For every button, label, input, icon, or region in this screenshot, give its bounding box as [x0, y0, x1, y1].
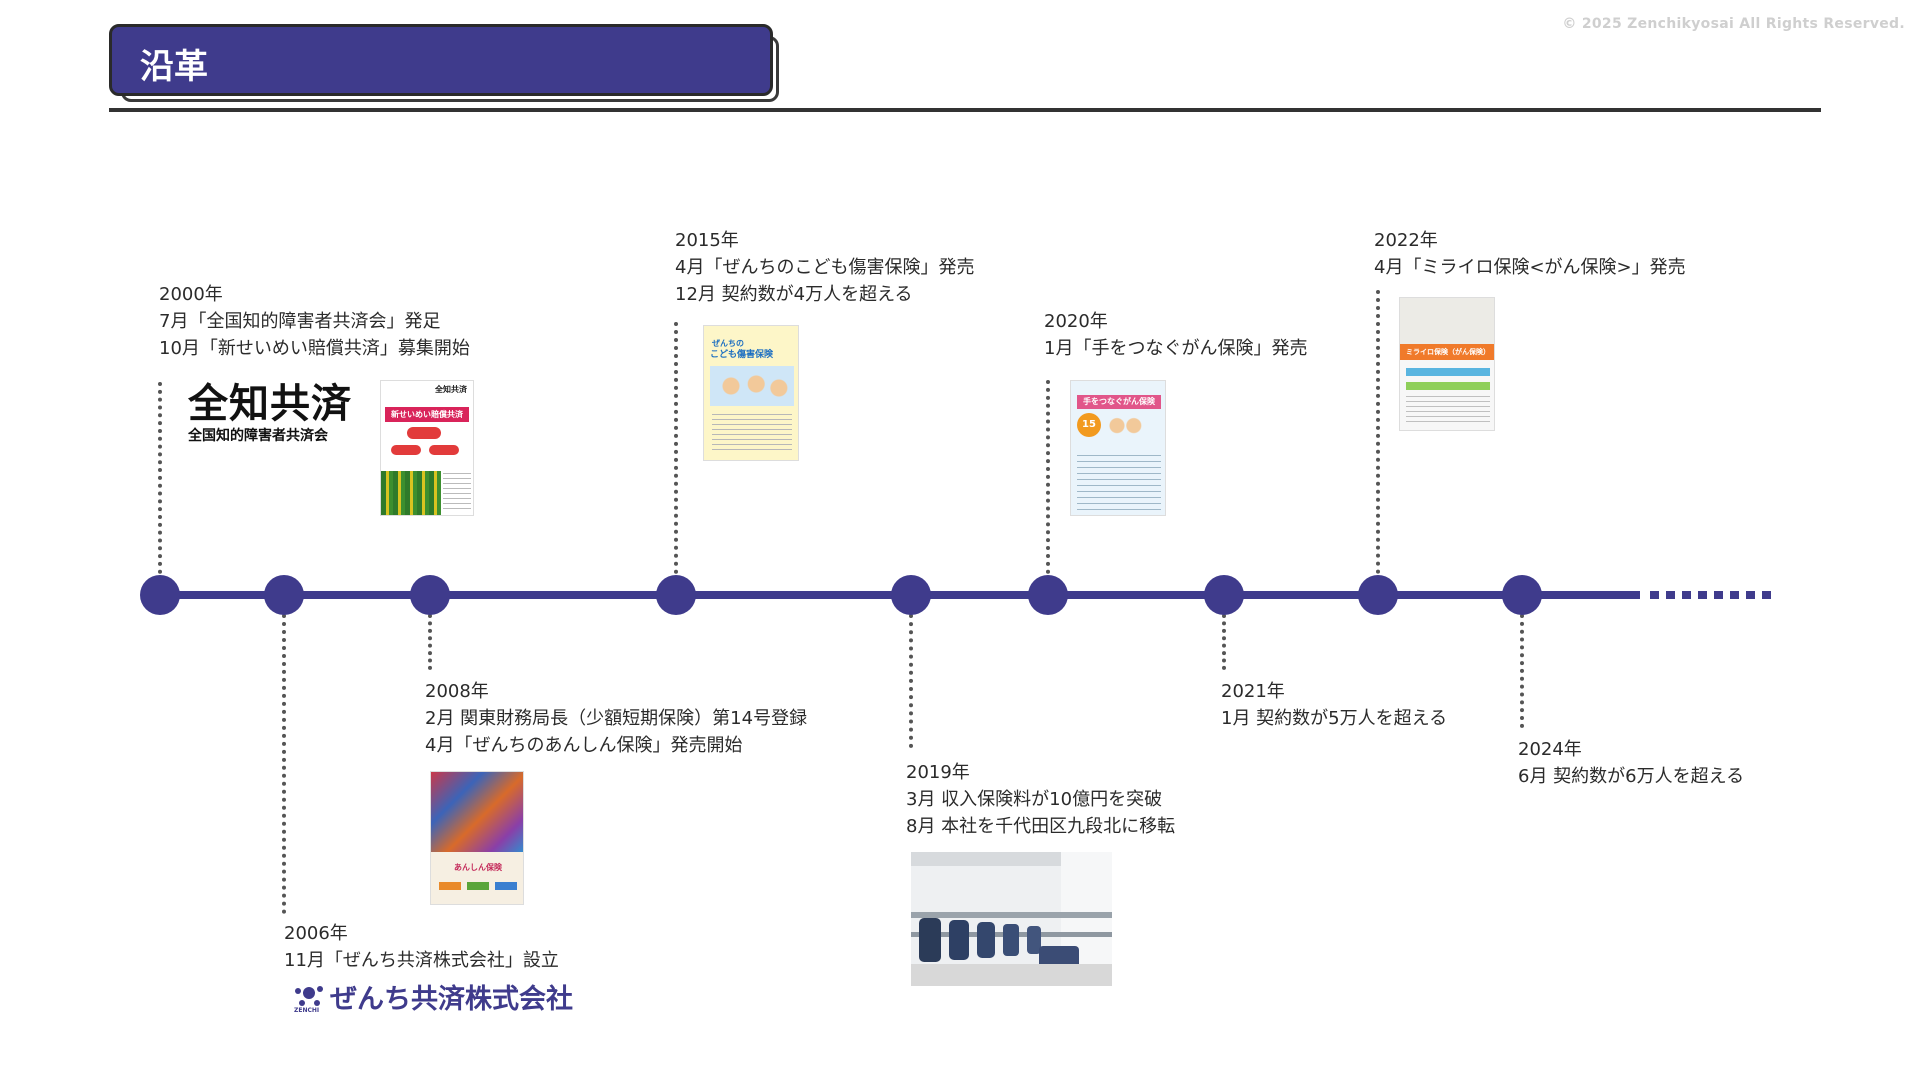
- brochure-seimei-text: [443, 473, 471, 513]
- brochure-kodomo-illustration: [710, 366, 794, 406]
- event-line: 2月 関東財務局長（少額短期保険）第14号登録: [425, 708, 808, 729]
- brochure-seimei-red-badge: [391, 445, 421, 455]
- event-line: 6月 契約数が6万人を超える: [1518, 766, 1745, 787]
- brochure-kodomo-heading: ぜんちの: [712, 339, 744, 348]
- connector-2022: [1376, 290, 1380, 574]
- timeline-node-2024: [1502, 575, 1542, 615]
- connector-2006: [282, 614, 286, 914]
- connector-2019: [909, 614, 913, 748]
- zenchi-kyosaikai-logo: 全知共済 全国知的障害者共済会: [188, 382, 368, 452]
- brochure-anshin-tag: [495, 882, 517, 890]
- event-year: 2021年: [1221, 681, 1285, 702]
- header-rule: [109, 108, 1821, 112]
- brochure-gan-badge: 15: [1077, 413, 1101, 437]
- page-title-banner: 沿革: [109, 24, 779, 102]
- timeline-node-2022: [1358, 575, 1398, 615]
- brochure-mirairo-strip: [1406, 382, 1490, 390]
- event-2024: 2024年 6月 契約数が6万人を超える: [1518, 736, 1744, 790]
- event-line: 1月 契約数が5万人を超える: [1221, 708, 1448, 729]
- event-year: 2000年: [159, 284, 223, 305]
- connector-2021: [1222, 614, 1226, 670]
- brochure-seimei-red-badge: [429, 445, 459, 455]
- event-year: 2015年: [675, 230, 739, 251]
- brochure-seimei-red-badge: [407, 427, 441, 439]
- zenchi-logo-small: 全国知的障害者共済会: [188, 428, 328, 444]
- event-line: 4月「ミライロ保険<がん保険>」発売: [1374, 257, 1686, 278]
- brochure-tewotsunagu-gan: 手をつなぐがん保険 15: [1070, 380, 1166, 516]
- connector-2000: [158, 382, 162, 574]
- event-2000: 2000年 7月「全国知的障害者共済会」発足 10月「新せいめい賠償共済」募集開…: [159, 281, 470, 362]
- event-line: 10月「新せいめい賠償共済」募集開始: [159, 338, 470, 359]
- timeline-node-2020: [1028, 575, 1068, 615]
- event-line: 1月「手をつなぐがん保険」発売: [1044, 338, 1308, 359]
- brochure-anshin-hoken: あんしん保険: [430, 771, 524, 905]
- brochure-anshin-tag: [467, 882, 489, 890]
- office-photo-illustration: [911, 852, 1112, 986]
- timeline-node-2015: [656, 575, 696, 615]
- event-2006: 2006年 11月「ぜんち共済株式会社」設立: [284, 920, 559, 974]
- brochure-anshin-tag: [439, 882, 461, 890]
- brochure-gan-children-illustration: [1105, 413, 1145, 449]
- brochure-mirairo-text: [1406, 396, 1490, 426]
- brochure-anshin-banner: あんしん保険: [454, 863, 502, 872]
- event-2008: 2008年 2月 関東財務局長（少額短期保険）第14号登録 4月「ぜんちのあんし…: [425, 678, 807, 759]
- event-year: 2022年: [1374, 230, 1438, 251]
- zenchi-mark-icon: ZENCHI: [292, 979, 326, 1014]
- timeline-node-2019: [891, 575, 931, 615]
- event-2019: 2019年 3月 収入保険料が10億円を突破 8月 本社を千代田区九段北に移転: [906, 759, 1175, 840]
- brochure-mirairo-top: [1400, 298, 1494, 344]
- zenchi-mark-text: ZENCHI: [294, 1007, 320, 1014]
- event-line: 4月「ぜんちのあんしん保険」発売開始: [425, 735, 743, 756]
- event-2021: 2021年 1月 契約数が5万人を超える: [1221, 678, 1447, 732]
- brochure-mirairo-strip: [1406, 368, 1490, 376]
- timeline-axis-continuation: [1650, 591, 1772, 599]
- event-2015: 2015年 4月「ぜんちのこども傷害保険」発売 12月 契約数が4万人を超える: [675, 227, 974, 308]
- event-year: 2006年: [284, 923, 348, 944]
- copyright-text: © 2025 Zenchikyosai All Rights Reserved.: [1562, 16, 1905, 32]
- event-2022: 2022年 4月「ミライロ保険<がん保険>」発売: [1374, 227, 1686, 281]
- brochure-mirairo-gan: ミライロ保険（がん保険）: [1399, 297, 1495, 431]
- connector-2008: [428, 614, 432, 670]
- connector-2015: [674, 322, 678, 574]
- event-line: 4月「ぜんちのこども傷害保険」発売: [675, 257, 975, 278]
- event-year: 2008年: [425, 681, 489, 702]
- brochure-kodomo-banner: こども傷害保険: [710, 350, 774, 360]
- brochure-seimei-tulip-image: [381, 471, 441, 515]
- connector-2020: [1046, 380, 1050, 574]
- brochure-mirairo-banner: ミライロ保険（がん保険）: [1400, 344, 1494, 360]
- brochure-gan-banner: 手をつなぐがん保険: [1077, 395, 1161, 409]
- timeline-node-2021: [1204, 575, 1244, 615]
- title-banner-box: 沿革: [109, 24, 773, 96]
- event-year: 2020年: [1044, 311, 1108, 332]
- brochure-anshin-artwork: [431, 772, 523, 852]
- connector-2024: [1520, 614, 1524, 728]
- zenchi-kyosai-company-logo: ZENCHI ぜんち共済株式会社: [292, 976, 573, 1016]
- event-year: 2024年: [1518, 739, 1582, 760]
- brochure-kodomo-text: [712, 414, 792, 454]
- brochure-kodomo-shogai: ぜんちの こども傷害保険: [703, 325, 799, 461]
- brochure-seimei-banner: 新せいめい賠償共済: [385, 407, 469, 422]
- event-line: 11月「ぜんち共済株式会社」設立: [284, 950, 559, 971]
- brochure-gan-text: [1077, 455, 1161, 511]
- event-line: 12月 契約数が4万人を超える: [675, 284, 913, 305]
- office-photo: [911, 852, 1112, 986]
- timeline-node-2008: [410, 575, 450, 615]
- event-year: 2019年: [906, 762, 970, 783]
- brochure-seimei-heading: 全知共済: [435, 385, 467, 394]
- event-line: 7月「全国知的障害者共済会」発足: [159, 311, 441, 332]
- zenchi-logo-big: 全知共済: [188, 381, 352, 427]
- timeline-node-2006: [264, 575, 304, 615]
- company-name: ぜんち共済株式会社: [330, 983, 573, 1015]
- page-title: 沿革: [140, 47, 208, 87]
- brochure-seimei-baisho: 全知共済 新せいめい賠償共済: [380, 380, 474, 516]
- event-line: 8月 本社を千代田区九段北に移転: [906, 816, 1176, 837]
- timeline-node-2000: [140, 575, 180, 615]
- event-line: 3月 収入保険料が10億円を突破: [906, 789, 1163, 810]
- event-2020: 2020年 1月「手をつなぐがん保険」発売: [1044, 308, 1307, 362]
